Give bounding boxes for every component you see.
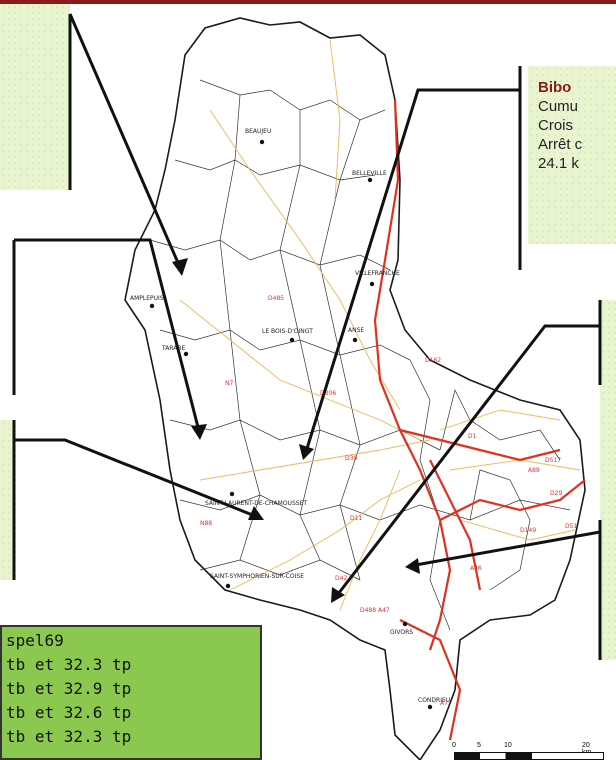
svg-text:D485: D485 — [268, 295, 284, 302]
svg-text:D51: D51 — [565, 523, 577, 530]
city-label: SAINT-LAURENT-DE-CHAMOUSSET — [205, 500, 307, 507]
left-top-panel — [0, 4, 70, 190]
svg-text:A7: A7 — [440, 700, 448, 707]
results-panel: spel69 tb et 32.3 tp tb et 32.9 tp tb et… — [0, 625, 262, 760]
info-panel-title: Bibo — [538, 79, 572, 96]
city-label: LE BOIS-D'OINGT — [262, 328, 313, 335]
results-line: tb et 32.9 tp — [6, 679, 132, 698]
city-label: AMPLEPUIS — [130, 295, 164, 302]
city-label: ANSE — [348, 327, 364, 334]
svg-text:D11: D11 — [350, 515, 362, 522]
city-label: SAINT-SYMPHORIEN-SUR-COISE — [210, 573, 304, 580]
results-line: tb et 32.3 tp — [6, 727, 132, 746]
info-panel-line: Arrêt c — [538, 136, 583, 153]
results-line: tb et 32.3 tp — [6, 655, 132, 674]
svg-text:D306: D306 — [320, 390, 336, 397]
city-label: BELLEVILLE — [352, 170, 387, 177]
svg-text:D1: D1 — [468, 433, 477, 440]
svg-text:N7: N7 — [225, 380, 233, 387]
callout-arrowheads — [172, 258, 420, 603]
svg-text:D42: D42 — [335, 575, 347, 582]
city-label: TARARE — [161, 345, 186, 352]
svg-text:A46: A46 — [470, 565, 482, 572]
department-outline — [124, 17, 586, 760]
scale-label: 5 — [477, 742, 481, 749]
svg-text:N88: N88 — [200, 520, 212, 527]
commune-boundaries — [149, 79, 571, 631]
city-label: GIVORS — [390, 629, 413, 636]
svg-text:D30: D30 — [345, 455, 357, 462]
info-panel-line: Crois — [538, 117, 574, 134]
city-label: BEAUJEU — [245, 128, 271, 135]
callout-lines — [12, 13, 602, 660]
svg-text:D517: D517 — [545, 457, 561, 464]
svg-text:D488 A47: D488 A47 — [360, 607, 390, 614]
info-panel: Bibo Cumu Crois Arrêt c 24.1 k — [528, 66, 616, 244]
info-panel-line: 24.1 k — [538, 155, 579, 172]
info-panel-line: Cumu — [538, 98, 579, 115]
city-label: VILLEFRANCHE — [355, 270, 400, 277]
road-labels: D485 N7 D306 D162 D30 D11 D517 D29 D149 … — [200, 295, 577, 707]
svg-text:D149: D149 — [520, 527, 536, 534]
svg-text:D162: D162 — [425, 357, 441, 364]
header-accent-bar — [0, 0, 616, 4]
svg-text:D29: D29 — [550, 490, 562, 497]
svg-text:A89: A89 — [528, 467, 540, 474]
scale-label: 10 — [504, 742, 512, 749]
city-label: CONDRIEU — [418, 697, 450, 704]
results-line: spel69 — [6, 631, 64, 650]
scale-bar — [454, 752, 604, 760]
results-line: tb et 32.6 tp — [6, 703, 132, 722]
highways — [373, 99, 586, 741]
city-markers: BEAUJEU BELLEVILLE VILLEFRANCHE AMPLEPUI… — [130, 128, 450, 710]
scale-label: 0 — [452, 742, 456, 749]
right-panel — [600, 300, 616, 660]
left-mid-panel — [0, 420, 14, 580]
minor-roads — [179, 39, 581, 611]
